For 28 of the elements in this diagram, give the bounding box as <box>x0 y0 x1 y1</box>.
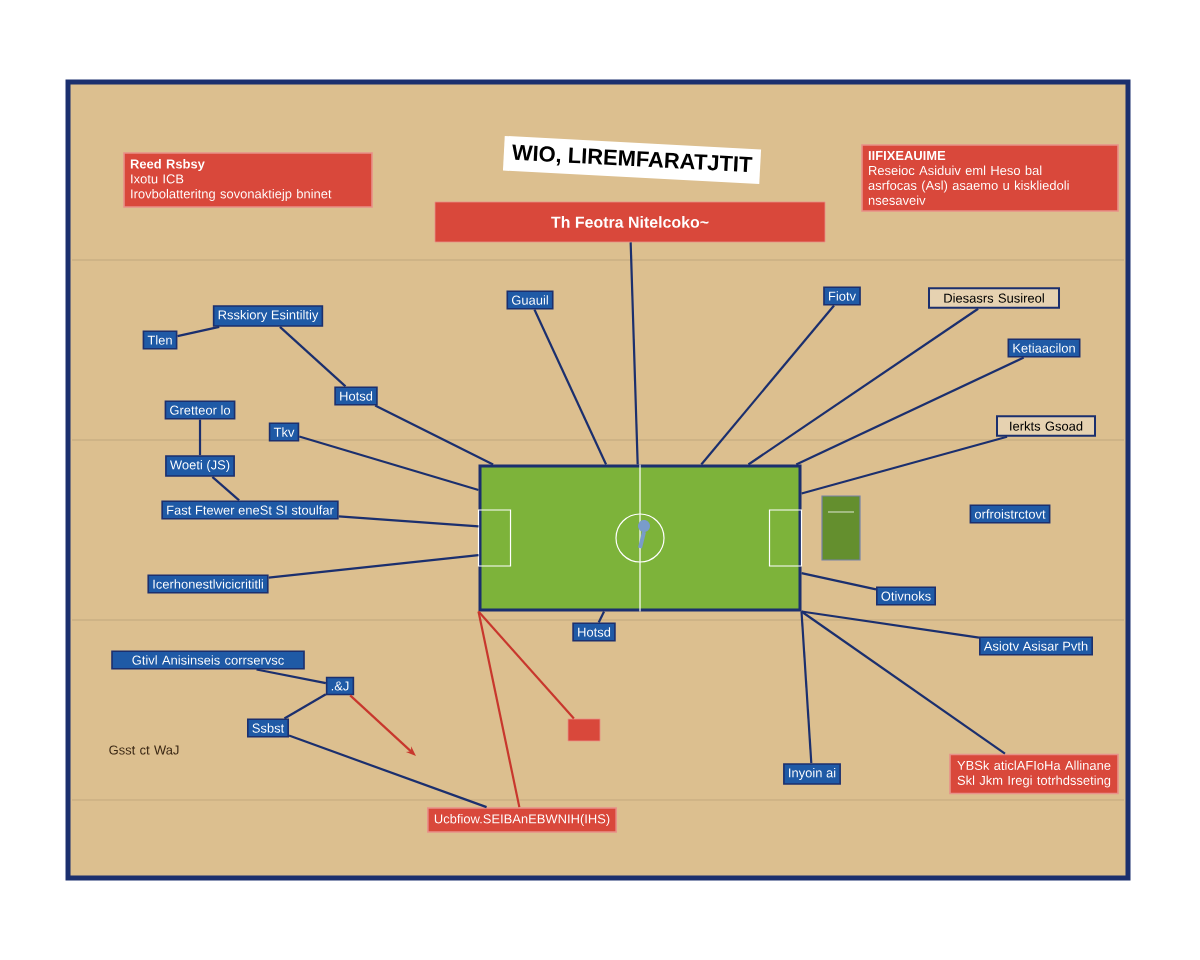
title-banner: WIO, LIREMFARATJTIT <box>502 135 762 185</box>
connector-line <box>211 476 240 502</box>
connector-line <box>747 307 979 466</box>
connector-line <box>801 572 877 591</box>
connector-line <box>338 515 479 528</box>
connector-line <box>288 734 487 809</box>
connector-line <box>597 611 606 623</box>
connector-line <box>801 435 1008 495</box>
connector-line <box>256 668 327 685</box>
connector-line <box>700 304 835 466</box>
connector-line <box>283 693 327 720</box>
connector-line <box>533 309 608 465</box>
connector-line <box>279 326 347 388</box>
bar-marker <box>567 718 601 742</box>
connector-line <box>801 610 980 639</box>
connector-line <box>800 611 813 764</box>
connector-line <box>629 242 639 465</box>
connector-line <box>477 610 575 720</box>
connector-line <box>268 554 479 579</box>
connector-line <box>349 694 416 756</box>
connector-line <box>374 404 494 466</box>
connector-line <box>177 325 220 338</box>
football-pitch-drawing <box>477 463 803 613</box>
connector-line <box>477 611 521 808</box>
connector-line <box>198 419 202 456</box>
connector-line <box>795 356 1025 466</box>
connector-line <box>800 610 1006 755</box>
connector-line <box>298 435 479 492</box>
